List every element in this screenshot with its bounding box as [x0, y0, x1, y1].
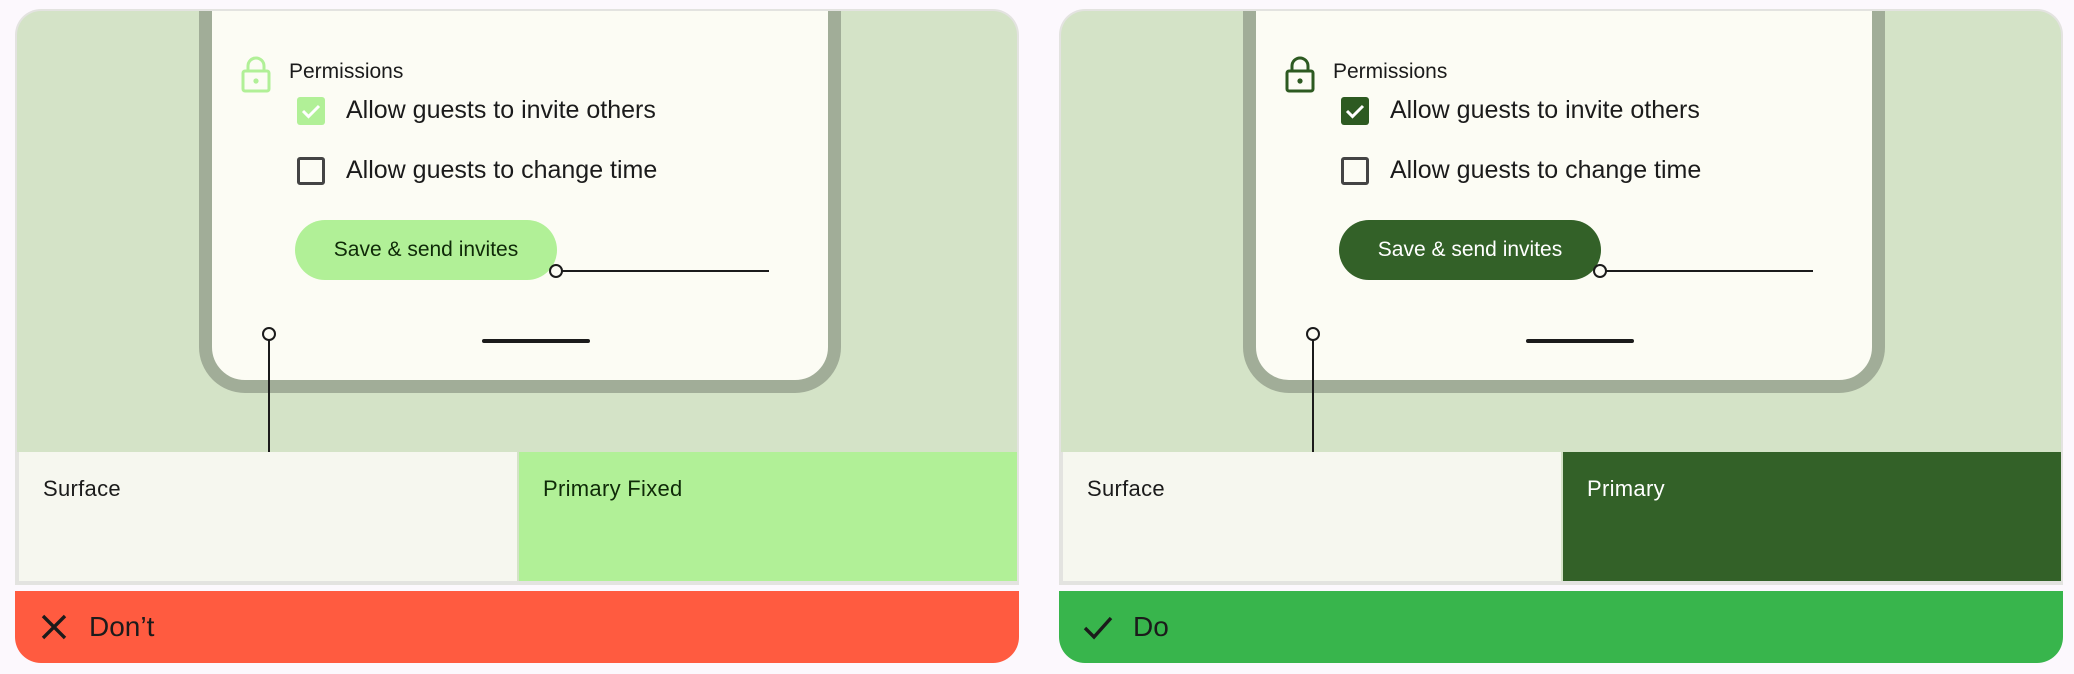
permissions-title: Permissions — [289, 60, 404, 83]
lock-icon — [1285, 56, 1315, 93]
example-scene: Permissions Allow guests to invite other… — [15, 9, 1019, 581]
primary-swatch-label: Primary — [1587, 476, 1665, 501]
dont-example-card: Permissions Allow guests to invite other… — [15, 9, 1019, 663]
check-icon — [1083, 616, 1113, 640]
invite-others-label: Allow guests to invite others — [1390, 96, 1700, 124]
primary-fixed-swatch: Primary Fixed — [519, 452, 1017, 581]
permissions-title: Permissions — [1333, 60, 1448, 83]
do-example-card: Permissions Allow guests to invite other… — [1059, 9, 2063, 663]
phone-screen: Permissions Allow guests to invite other… — [199, 11, 841, 393]
save-send-invites-button[interactable]: Save & send invites — [1339, 220, 1601, 280]
invite-others-checkbox[interactable] — [1341, 97, 1369, 125]
surface-swatch: Surface — [17, 452, 517, 581]
invite-others-checkbox[interactable] — [297, 97, 325, 125]
checkmark-icon — [1345, 104, 1365, 119]
save-send-invites-button[interactable]: Save & send invites — [295, 220, 557, 280]
change-time-checkbox[interactable] — [1341, 157, 1369, 185]
surface-swatch-label: Surface — [43, 476, 121, 501]
invite-others-label: Allow guests to invite others — [346, 96, 656, 124]
dont-label: Don’t — [89, 611, 155, 642]
primary-fixed-swatch-label: Primary Fixed — [543, 476, 683, 501]
primary-swatch: Primary — [1563, 452, 2061, 581]
surface-swatch: Surface — [1061, 452, 1561, 581]
do-label: Do — [1133, 611, 1169, 642]
do-banner: Do — [1059, 591, 2063, 663]
close-icon — [41, 614, 67, 640]
lock-icon — [241, 56, 271, 93]
home-indicator — [482, 339, 590, 343]
phone-screen: Permissions Allow guests to invite other… — [1243, 11, 1885, 393]
divider — [1059, 581, 2063, 585]
change-time-checkbox[interactable] — [297, 157, 325, 185]
surface-swatch-label: Surface — [1087, 476, 1165, 501]
dont-banner: Don’t — [15, 591, 1019, 663]
checkmark-icon — [301, 104, 321, 119]
divider — [15, 581, 1019, 585]
example-scene: Permissions Allow guests to invite other… — [1059, 9, 2063, 581]
change-time-label: Allow guests to change time — [346, 156, 658, 184]
change-time-label: Allow guests to change time — [1390, 156, 1702, 184]
home-indicator — [1526, 339, 1634, 343]
